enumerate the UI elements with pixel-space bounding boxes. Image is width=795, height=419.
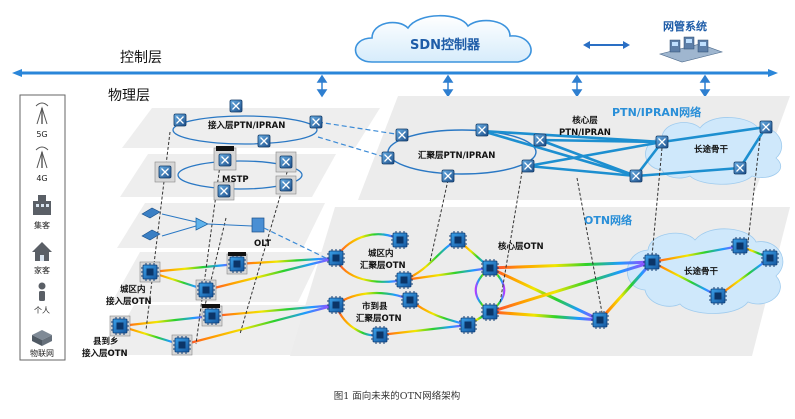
county-agg-label-line2: 汇聚层OTN [356,313,402,324]
onu-device [141,207,161,219]
otn-access-node [196,280,216,300]
otn-core-node [480,258,500,278]
otn-core-node [642,252,662,272]
control-bus-right-arrow [768,69,778,77]
otn-agg-node [390,230,410,250]
sdn-controller-label: SDN控制器 [410,37,481,53]
sdn-controller-cloud[interactable]: SDN控制器 [354,15,532,63]
county-access-label-line2: 接入层OTN [82,348,128,359]
physical-layer-label: 物理层 [108,88,150,104]
ptn-router [441,169,455,183]
city-access-label-line2: 接入层OTN [106,296,152,307]
ptn-router [229,99,243,113]
antenna-4g-icon [35,146,49,169]
ptn-router [309,115,323,129]
sidebar-frame [19,94,66,361]
otn-access-node [140,262,160,282]
county-agg-label-line1: 市到县 [362,301,388,312]
mstp-node [218,153,232,167]
sdn-nms-double-arrow [583,41,630,49]
otn-core-node [590,310,610,330]
otn-agg-node [448,230,468,250]
onu-device [141,229,161,241]
core-ptn-label-line1: 核心层 [572,115,598,126]
mstp-node [279,155,293,169]
otn-longhaul-node [760,248,780,268]
otn-agg-node [370,325,390,345]
otn-agg-node [400,290,420,310]
service-sidebar: 5G 4G 集客 家客 个人 物联网 [19,94,66,361]
mstp-devices [154,146,297,201]
core-ptn-label-line2: PTN/IPRAN [559,128,611,138]
ptn-router [395,128,409,142]
otn-nodes [110,230,780,355]
control-bus-left-arrow [12,69,22,77]
ptn-router [381,151,395,165]
olt-devices [141,207,331,261]
city-agg-label-line1: 城区内 [368,248,394,259]
ptn-router [173,113,187,127]
sidebar-label-5g: 5G [36,130,47,139]
city-agg-label-line2: 汇聚层OTN [360,260,406,271]
otn-agg-node [326,295,346,315]
olt-device [251,217,265,233]
ptn-router [655,135,669,149]
access-ptn-ring [172,115,318,145]
ptn-router [475,123,489,137]
nms-servers-icon[interactable] [658,36,724,63]
mstp-node [217,184,231,198]
otn-network-title: OTN网络 [584,213,632,227]
mstp-node [279,178,293,192]
sidebar-label-4g: 4G [36,174,47,183]
otn-longhaul-node [730,236,750,256]
iot-device-icon [32,330,52,346]
sidebar-label-personal: 个人 [34,306,50,315]
otn-access-node [202,306,222,326]
olt-label: OLT [254,239,271,249]
plane-county-access-otn [106,305,318,355]
plane-olt [117,203,325,248]
control-layer-label: 控制层 [120,50,162,66]
agg-ptn-label: 汇聚层PTN/IPRAN [418,150,495,161]
ptn-network-title: PTN/IPRAN网络 [612,105,701,119]
building-icon [33,195,51,215]
otn-agg-node [458,315,478,335]
core-otn-label: 核心层OTN [498,241,544,252]
ptn-router [629,169,643,183]
ptn-router [759,120,773,134]
otn-access-node [172,335,192,355]
sidebar-label-enterprise: 集客 [34,220,50,230]
ptn-router [733,161,747,175]
city-access-label-line1: 城区内 [120,284,146,295]
controller-down-arrows [316,74,711,98]
ptn-links [172,115,768,190]
otn-agg-node [326,248,346,268]
figure-caption: 图1 面向未来的OTN网络架构 [334,390,461,402]
sidebar-label-iot: 物联网 [30,348,54,358]
otn-access-node [227,254,247,274]
antenna-5g-icon [35,102,49,125]
mstp-ring [177,160,303,190]
ptn-router [521,159,535,173]
house-icon [32,242,52,261]
splitter-icon [195,217,209,231]
nms-label: 网管系统 [663,19,707,33]
longhaul-bottom-label: 长途骨干 [684,266,719,277]
ptn-router [533,133,547,147]
longhaul-top-label: 长途骨干 [694,144,729,155]
otn-agg-node [394,270,414,290]
otn-access-node [110,316,130,336]
county-access-label-line1: 县到乡 [93,336,119,347]
otn-longhaul-node [708,286,728,306]
mstp-label: MSTP [222,175,249,185]
otn-core-node [480,302,500,322]
plane-city-access-otn [112,252,322,302]
mstp-node [158,165,172,179]
ptn-router [257,134,271,148]
sidebar-label-home: 家客 [34,265,50,275]
person-icon [38,282,46,301]
access-ptn-label: 接入层PTN/IPRAN [208,120,285,131]
